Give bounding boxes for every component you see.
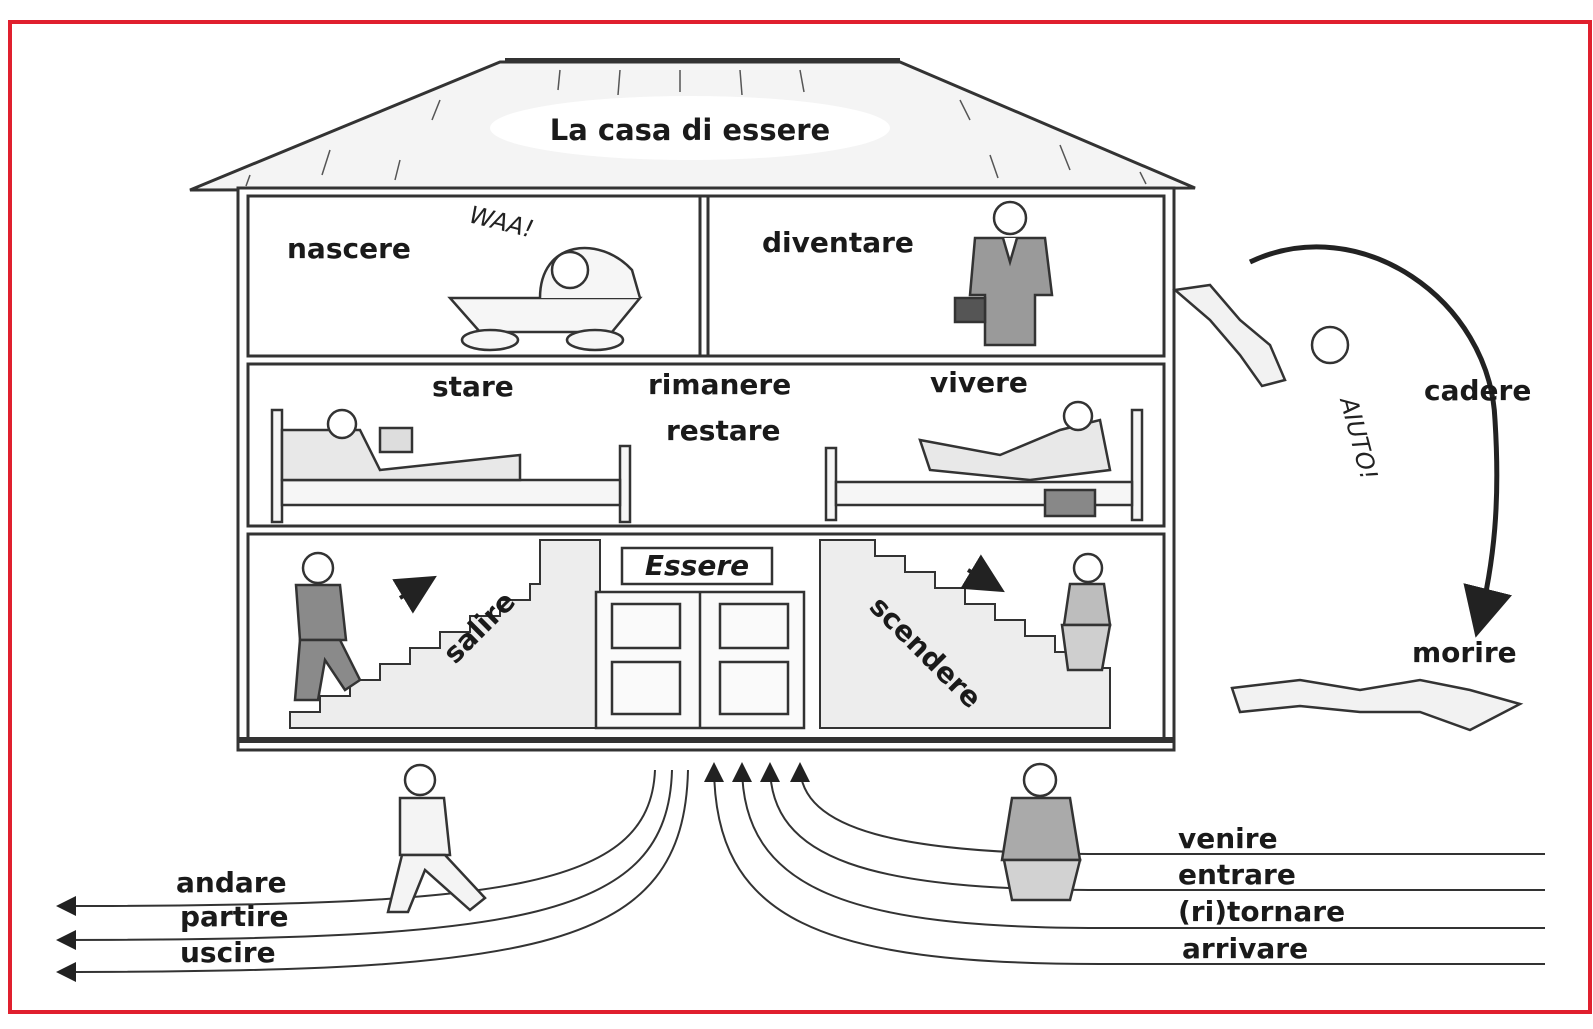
verb-andare: andare [176,866,287,899]
cradle-icon [447,246,643,352]
fall-arrow [1248,244,1512,638]
verb-restare: restare [666,414,781,447]
door-sign-text: Essere [645,549,749,582]
room-nascere: nascere WAA! [287,201,643,352]
arrival-paths [704,762,1545,965]
room-diventare: diventare [762,200,1054,347]
verb-partire: partire [180,900,289,933]
lying-person-icon [1230,678,1524,732]
double-door [594,590,806,730]
man-leaving-icon [386,763,487,914]
verb-venire: venire [1178,822,1278,855]
shout-aiuto: AIUTO! [1334,392,1383,483]
verb-arrivare: arrivare [1182,932,1308,965]
room-stare: stare rimanere restare vivere [270,366,1144,524]
stairs-up [289,539,601,729]
red-frame [8,20,1592,1014]
bed-reader-icon [270,408,632,524]
verb-ritornare: (ri)tornare [1178,895,1345,928]
verb-vivere: vivere [930,366,1028,399]
departure-paths [56,769,689,982]
arrow-down-icon [960,554,1005,593]
woman-arriving-icon [1000,762,1082,902]
man-climbing-icon [293,551,362,702]
woman-descending-icon [1060,552,1112,672]
verb-diventare: diventare [762,226,914,259]
verb-morire: morire [1412,636,1517,669]
businessman-icon [953,200,1054,347]
arrow-up-icon [392,575,437,614]
roof: La casa di essere [189,58,1196,192]
roof-title: La casa di essere [550,113,830,147]
verb-stare: stare [432,370,514,403]
verb-nascere: nascere [287,232,411,265]
verb-cadere: cadere [1424,374,1531,407]
verb-entrare: entrare [1178,858,1296,891]
falling-person-icon [1172,283,1350,388]
door-sign [620,546,774,586]
bed-relaxing-icon [824,400,1144,522]
room-ground: salire scendere Essere [289,539,1112,730]
verb-uscire: uscire [180,936,276,969]
verb-rimanere: rimanere [648,368,791,401]
